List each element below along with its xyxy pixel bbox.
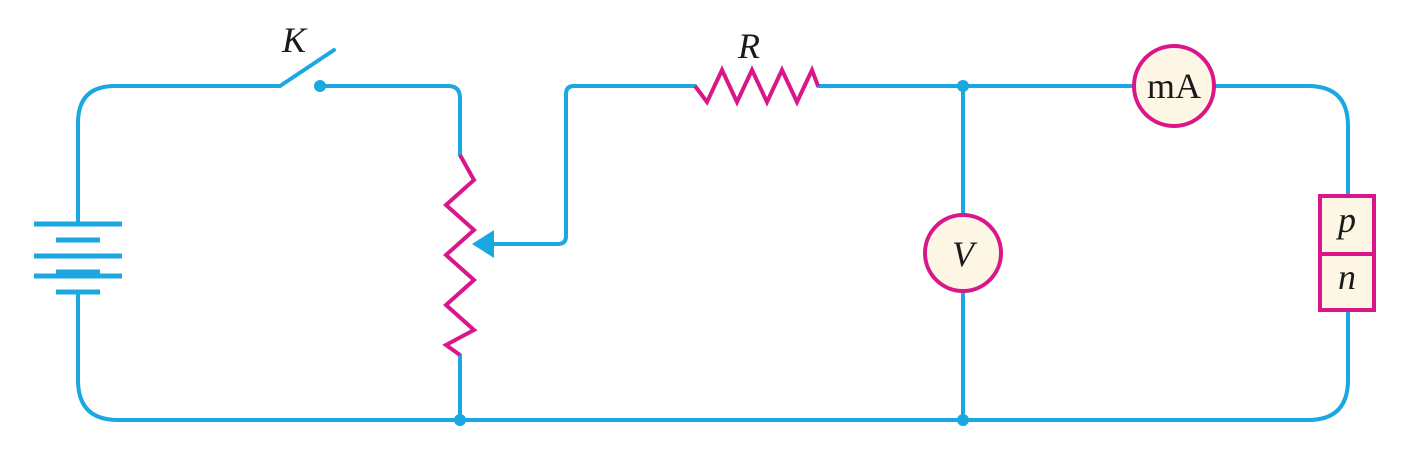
battery-symbol [34, 221, 122, 295]
rheostat-slider-arrow-icon [472, 230, 494, 258]
voltmeter: V [923, 213, 1003, 293]
wires [76, 84, 1350, 422]
resistor-label: R [737, 26, 760, 66]
ammeter-circle [1132, 44, 1216, 128]
switch-k: K [278, 20, 336, 92]
voltmeter-circle [923, 213, 1003, 293]
diode-n-region [1318, 252, 1376, 312]
junction-dots [454, 80, 969, 426]
wire-battery-to-bottom [76, 290, 1350, 422]
wire-switch-to-rheostat [318, 84, 462, 157]
junction-dot-top [957, 80, 969, 92]
ammeter: mA [1132, 44, 1216, 128]
rheostat [442, 154, 494, 357]
pn-junction-diode: p n [1318, 194, 1376, 312]
switch-label: K [281, 20, 308, 60]
switch-lever [278, 48, 336, 88]
junction-dot-bottom-left [454, 414, 466, 426]
wire-slider-to-resistor [490, 84, 697, 246]
junction-dot-bottom-right [957, 414, 969, 426]
resistor-zigzag [693, 64, 820, 107]
wire-ammeter-to-diode [1213, 84, 1350, 198]
wire-battery-to-switch [76, 84, 282, 224]
voltmeter-label: V [952, 234, 978, 274]
diode-n-label: n [1338, 257, 1356, 297]
diode-p-label: p [1335, 200, 1356, 240]
rheostat-zigzag [442, 154, 478, 357]
switch-contact-dot [314, 80, 326, 92]
resistor-r: R [693, 26, 820, 107]
ammeter-label: mA [1147, 66, 1201, 106]
